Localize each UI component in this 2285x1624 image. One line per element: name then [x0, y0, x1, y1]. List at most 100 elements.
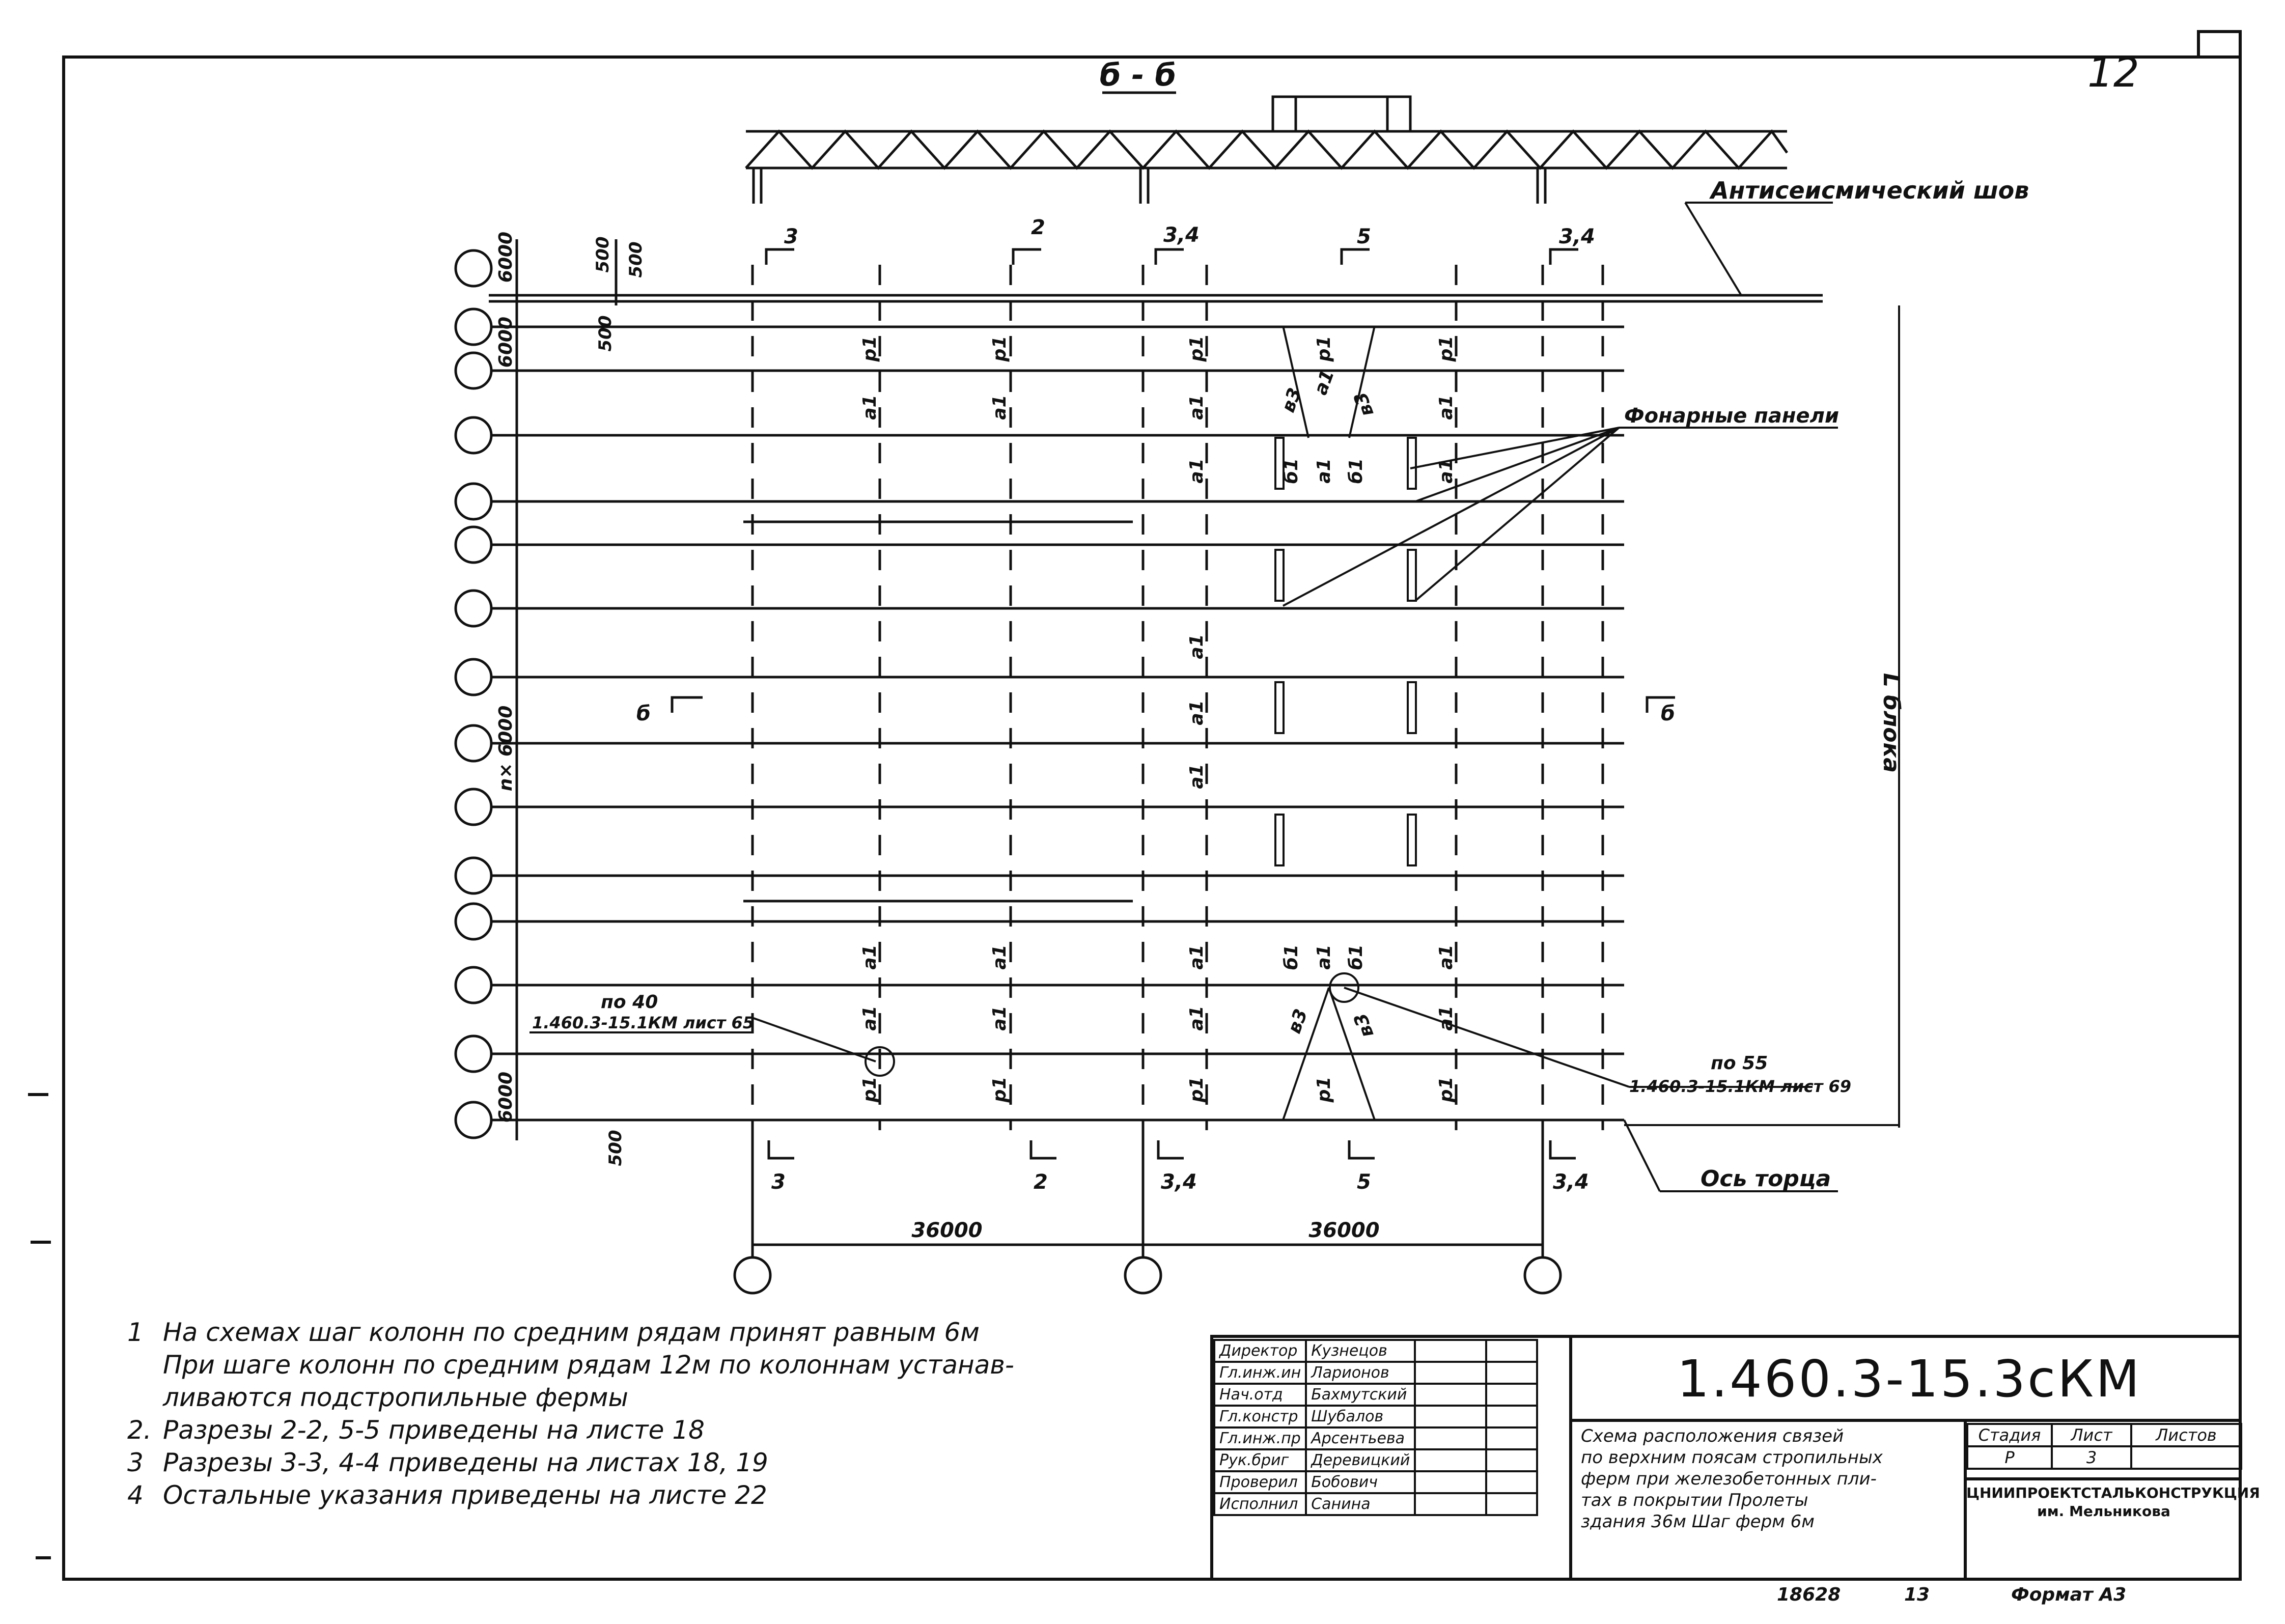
callout-right-sheet: 1.460.3-15.1КМ лист 69: [1629, 1077, 1851, 1096]
section-title: б - б: [1100, 58, 1176, 93]
cut-marker-left: б: [636, 702, 651, 725]
note-text: На схемах шаг колонн по средним рядам пр…: [163, 1318, 1014, 1412]
section-marker-top-5: 5: [1357, 225, 1371, 248]
member-v3: в3: [1284, 1006, 1312, 1037]
section-marker-bottom-3-4-a: 3,4: [1161, 1170, 1197, 1194]
page-number-handwritten: 12: [2087, 49, 2139, 96]
cut-marker-right: б: [1661, 702, 1675, 725]
member-p1: р1: [1314, 336, 1334, 362]
member-labels: р1 р1 р1 р1 р1 а1 а1 а1 а1 а1 а1 а1 б1 б…: [859, 336, 1457, 1103]
horizontal-grid: [489, 294, 1823, 1122]
dimension-span-2: 36000: [1308, 1219, 1379, 1242]
cut-markers: [671, 696, 1675, 713]
member-a1: а1: [1436, 944, 1457, 969]
dimension-500-c: 500: [595, 316, 616, 352]
document-code: 1.460.3-15.3сКМ: [1677, 1349, 2142, 1409]
signature-role: Исполнил: [1213, 1492, 1307, 1516]
signature-mark: [1414, 1383, 1488, 1407]
note-text: Разрезы 3-3, 4-4 приведены на листах 18,…: [163, 1448, 768, 1477]
signature-mark: [1414, 1361, 1488, 1385]
signature-name: Деревицкий: [1305, 1448, 1416, 1472]
lantern-panels: [1274, 325, 1417, 1121]
dimension-500-d: 500: [605, 1130, 626, 1166]
member-a1: а1: [1186, 1005, 1207, 1030]
member-a1: а1: [859, 395, 880, 419]
sheet-frame: [62, 55, 2242, 1581]
signature-date: [1485, 1470, 1539, 1494]
title-block-frame: [1210, 1335, 2242, 1581]
stage-header-row: Стадия Лист Листов: [1966, 1423, 2242, 1447]
member-p1: р1: [1186, 1077, 1207, 1103]
dimension-6000-bottom: 6000: [495, 1072, 516, 1123]
signature-mark: [1414, 1339, 1488, 1363]
member-a1: а1: [1436, 1005, 1457, 1030]
archive-sheet: 13: [1904, 1584, 1930, 1605]
label-lantern-panels: Фонарные панели: [1624, 404, 1839, 428]
sheet-title: Схема расположения связей по верхним поя…: [1581, 1426, 1883, 1532]
signature-name: Бахмутский: [1305, 1383, 1416, 1407]
sheet-value: 3: [2051, 1445, 2132, 1470]
member-a1: а1: [1186, 764, 1207, 789]
stage-value-row: Р 3: [1966, 1445, 2242, 1470]
member-b1: б1: [1346, 944, 1367, 970]
sheet-format: Формат А3: [2011, 1584, 2127, 1605]
member-p1: р1: [989, 1077, 1010, 1103]
sheets-value: [2130, 1445, 2242, 1470]
member-a1: а1: [1436, 395, 1457, 419]
member-a1: а1: [1186, 634, 1207, 659]
signature-mark: [1414, 1470, 1488, 1494]
member-p1: р1: [1436, 336, 1457, 362]
member-a1: а1: [1186, 700, 1207, 725]
signature-role: Нач.отд: [1213, 1383, 1307, 1407]
member-p1: р1: [1186, 336, 1207, 362]
section-marker-bottom-3: 3: [771, 1170, 786, 1194]
member-v3: в3: [1350, 1010, 1378, 1040]
note-item: 2.Разрезы 2-2, 5-5 приведены на листе 18: [127, 1414, 1196, 1446]
note-number: 2.: [127, 1415, 152, 1445]
signature-date: [1485, 1426, 1539, 1450]
organization-name: ЦНИИПРОЕКТСТАЛЬКОНСТРУКЦИЯ им. Мельников…: [1966, 1485, 2260, 1520]
signature-role: Директор: [1213, 1339, 1307, 1363]
signature-role: Рук.бриг: [1213, 1448, 1307, 1472]
signature-name: Арсентьева: [1305, 1426, 1416, 1450]
signature-role: Гл.констр: [1213, 1405, 1307, 1429]
member-a1: а1: [1186, 458, 1207, 483]
leader-lines: [530, 202, 1900, 1192]
left-dimension-line: [515, 239, 626, 1140]
dimension-span-rows: n× 6000: [495, 706, 516, 792]
signature-date: [1485, 1383, 1539, 1407]
dimension-500-b: 500: [626, 242, 646, 278]
signature-date: [1485, 1361, 1539, 1385]
signature-mark: [1414, 1426, 1488, 1450]
label-end-axis: Ось торца: [1701, 1166, 1831, 1192]
member-b1: б1: [1346, 458, 1367, 484]
section-marker-top-2: 2: [1031, 216, 1045, 239]
signature-name: Кузнецов: [1305, 1339, 1416, 1363]
signature-date: [1485, 1448, 1539, 1472]
signature-date: [1485, 1492, 1539, 1516]
section-marker-bottom-5: 5: [1357, 1170, 1371, 1194]
signature-role: Гл.инж.пр: [1213, 1426, 1307, 1450]
signature-mark: [1414, 1448, 1488, 1472]
member-a1: а1: [1314, 458, 1334, 483]
member-p1: р1: [859, 336, 880, 362]
archive-number: 18628: [1777, 1584, 1841, 1605]
member-p1: р1: [859, 1077, 880, 1103]
note-text: Остальные указания приведены на листе 22: [163, 1480, 767, 1510]
callout-right-ref: по 55: [1711, 1053, 1768, 1074]
edge-marks: [28, 1093, 51, 1559]
truss-section: [745, 95, 1789, 204]
section-marker-bottom-3-4-b: 3,4: [1553, 1170, 1589, 1194]
callout-left-sheet: 1.460.3-15.1КМ лист 65: [532, 1013, 754, 1032]
note-number: 4: [127, 1480, 144, 1510]
dimension-span-1: 36000: [911, 1219, 982, 1242]
member-p1: р1: [1436, 1077, 1457, 1103]
signature-name: Бобович: [1305, 1470, 1416, 1494]
member-a1: а1: [859, 944, 880, 969]
